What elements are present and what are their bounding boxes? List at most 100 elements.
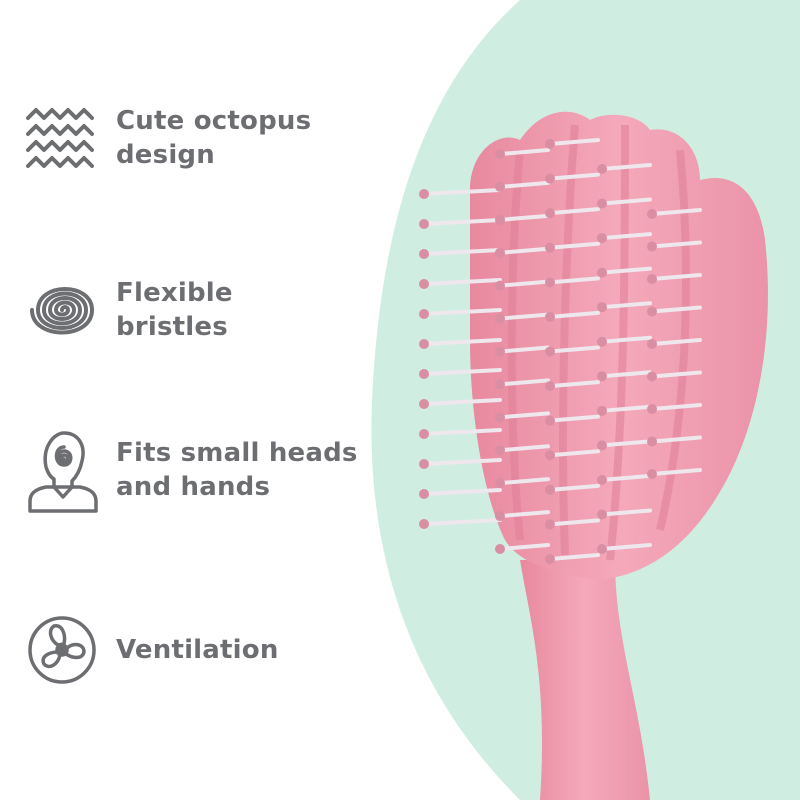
bristle-ball [495,181,505,192]
bristle-ball [597,544,607,554]
bristle-pin [548,138,600,146]
bristle-pin [600,404,652,413]
bristle-pin [600,266,652,275]
bristle-ball [647,371,657,382]
feature-label-octopus-design: Cute octopus design [116,106,312,170]
bristle-ball [545,450,555,461]
bristle-pin [600,543,652,551]
bristle-pin [498,510,550,519]
bristle-pin [422,338,502,346]
bristle-pin [600,301,652,310]
bristle-ball [545,484,555,495]
person-head-icon [24,431,100,513]
bristle-ball [597,405,607,416]
bristle-ball [419,189,429,199]
bristle-pin [422,368,502,376]
bristle-ball [495,346,505,357]
bristle-ball [597,164,607,174]
bristle-pin [548,172,600,181]
bristle-pin [498,444,550,453]
bristle-pin [650,273,702,281]
bristle-ball [545,346,555,357]
bristle-pin [422,218,502,226]
bristle-pin [650,435,702,444]
bristle-pin [600,370,652,379]
bristle-ball [597,474,607,485]
bristle-pin [548,553,600,561]
bristle-ball [597,440,607,451]
bristle-pin [498,378,550,387]
bristle-pin [650,370,702,379]
bristle-ball [647,436,657,447]
bristle-ball [597,233,607,244]
bristle-ball [545,519,555,530]
bristle-pin [548,345,600,354]
feature-label-ventilation: Ventilation [116,635,279,665]
bristle-pin [600,232,652,241]
bristle-pin [498,543,550,551]
bristle-pin [548,207,600,216]
bristle-ball [495,544,505,554]
bristle-pin [548,276,600,285]
feature-list: Cute octopus design Flexible bristles Fi… [24,100,358,688]
bristle-pin [548,518,600,527]
bristle-group [419,138,702,564]
bristle-ball [495,214,505,225]
feature-item-octopus-design: Cute octopus design [24,100,311,176]
bristle-ball [545,173,555,184]
bristle-ball [495,313,505,324]
bristle-pin [422,308,502,316]
bristle-pin [600,508,652,517]
bristle-pin [600,439,652,448]
bristle-pin [548,241,600,250]
bristle-pin [548,414,600,423]
feature-item-ventilation: Ventilation [24,612,279,688]
feature-label-small-heads: Fits small heads and hands [116,438,358,502]
bristle-pin [422,398,502,406]
bristle-ball [597,509,607,520]
bristle-ball [495,478,505,489]
bristle-pin [548,449,600,458]
bristle-ball [495,445,505,456]
bristle-pin [650,338,702,346]
feature-item-small-heads: Fits small heads and hands [24,431,358,513]
bristle-pin [422,248,502,256]
bristle-ball [419,519,429,529]
bristle-ball [597,198,607,209]
bristle-ball [545,277,555,288]
bristle-ball [597,302,607,313]
bristle-pin [422,518,502,526]
bristle-ball [597,267,607,278]
bristle-pin [498,213,550,222]
bristle-pin [600,335,652,344]
bristle-ball [419,429,429,439]
bristle-pin [498,312,550,321]
bristle-ball [545,381,555,392]
bristle-ball [419,219,429,229]
bristle-ball [495,247,505,258]
waves-icon [24,100,100,176]
bristle-ball [545,311,555,322]
brush-handle [520,560,650,800]
bristle-ball [419,459,429,469]
bristle-ball [647,404,657,414]
bristle-pin [498,411,550,420]
fan-icon [24,612,100,688]
feature-item-flexible-bristles: Flexible bristles [24,272,233,348]
bristle-pin [548,380,600,389]
bristle-pin [650,240,702,249]
bristle-pin [498,148,550,156]
bristle-pin [650,468,702,476]
bristle-ball [419,489,429,499]
bristle-ball [495,412,505,423]
bristle-pin [498,246,550,255]
bristle-pin [422,188,502,196]
bristle-pin [498,279,550,288]
spiral-icon [24,272,100,348]
bristle-ball [597,336,607,347]
bristle-ball [647,339,657,349]
bristle-pin [600,473,652,482]
bristle-ball [545,415,555,426]
bristle-pin [650,305,702,314]
